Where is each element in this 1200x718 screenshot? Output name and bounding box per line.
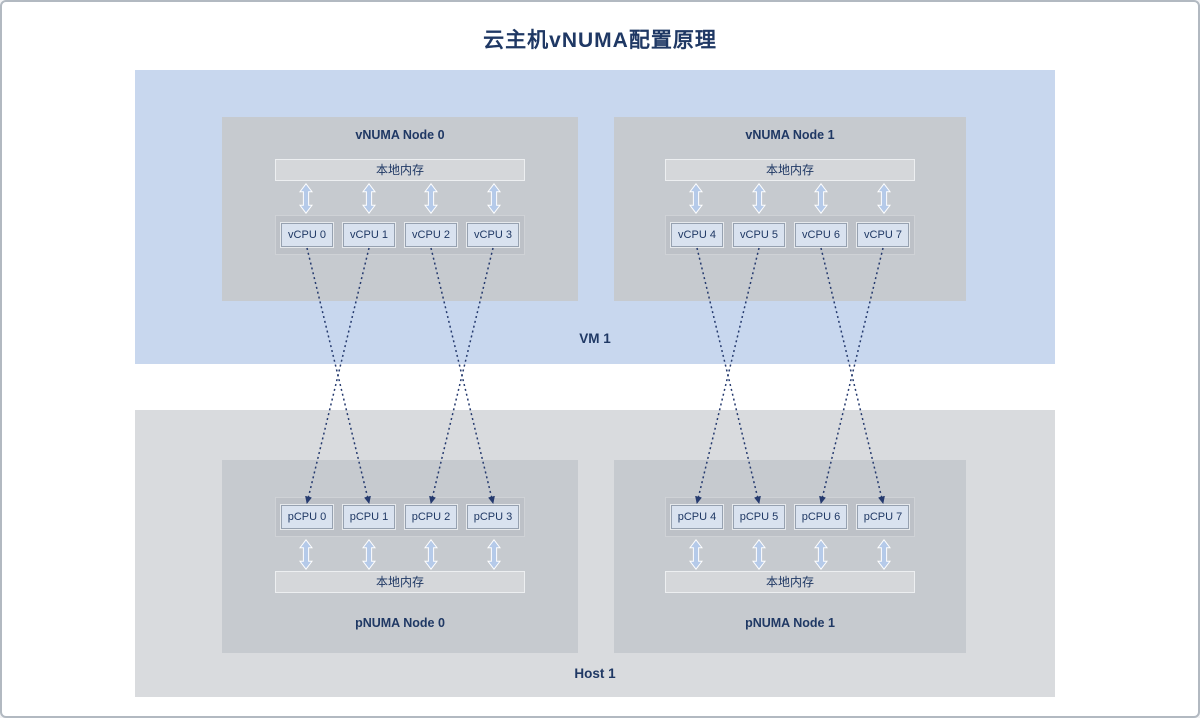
memory-cpu-arrows [665, 182, 915, 214]
memory-cpu-arrows [275, 182, 525, 214]
pcpu-box: pCPU 5 [733, 505, 785, 529]
vcpu-row: vCPU 4 vCPU 5 vCPU 6 vCPU 7 [665, 215, 915, 255]
memory-box: 本地内存 [275, 159, 525, 181]
double-arrow-icon [814, 183, 828, 214]
vcpu-box: vCPU 0 [281, 223, 333, 247]
vcpu-box: vCPU 4 [671, 223, 723, 247]
pcpu-box: pCPU 7 [857, 505, 909, 529]
vcpu-box: vCPU 5 [733, 223, 785, 247]
pcpu-box: pCPU 3 [467, 505, 519, 529]
vcpu-box: vCPU 1 [343, 223, 395, 247]
node-title: pNUMA Node 0 [355, 616, 445, 630]
double-arrow-icon [877, 539, 891, 570]
double-arrow-icon [299, 183, 313, 214]
vcpu-box: vCPU 2 [405, 223, 457, 247]
vm-region: vNUMA Node 0 本地内存 vCPU 0 vCPU 1 vCPU 2 v… [135, 70, 1055, 364]
vcpu-row: vCPU 0 vCPU 1 vCPU 2 vCPU 3 [275, 215, 525, 255]
pcpu-row: pCPU 4 pCPU 5 pCPU 6 pCPU 7 [665, 497, 915, 537]
vcpu-box: vCPU 6 [795, 223, 847, 247]
pnuma-node-0: pCPU 0 pCPU 1 pCPU 2 pCPU 3 本地内存 pNUMA N… [222, 460, 578, 653]
pcpu-box: pCPU 4 [671, 505, 723, 529]
node-title: vNUMA Node 0 [355, 128, 445, 142]
pcpu-box: pCPU 6 [795, 505, 847, 529]
double-arrow-icon [752, 183, 766, 214]
vnuma-node-1: vNUMA Node 1 本地内存 vCPU 4 vCPU 5 vCPU 6 v… [614, 117, 966, 301]
node-title: vNUMA Node 1 [745, 128, 835, 142]
double-arrow-icon [362, 183, 376, 214]
double-arrow-icon [362, 539, 376, 570]
node-title: pNUMA Node 1 [745, 616, 835, 630]
pnuma-node-1: pCPU 4 pCPU 5 pCPU 6 pCPU 7 本地内存 pNUMA N… [614, 460, 966, 653]
double-arrow-icon [752, 539, 766, 570]
double-arrow-icon [877, 183, 891, 214]
double-arrow-icon [487, 539, 501, 570]
host-label: Host 1 [574, 666, 616, 681]
pcpu-box: pCPU 2 [405, 505, 457, 529]
memory-cpu-arrows [275, 538, 525, 570]
page-title: 云主机vNUMA配置原理 [483, 29, 717, 52]
vnuma-node-0: vNUMA Node 0 本地内存 vCPU 0 vCPU 1 vCPU 2 v… [222, 117, 578, 301]
double-arrow-icon [689, 183, 703, 214]
double-arrow-icon [424, 183, 438, 214]
double-arrow-icon [424, 539, 438, 570]
memory-box: 本地内存 [665, 159, 915, 181]
vcpu-box: vCPU 3 [467, 223, 519, 247]
vm-label: VM 1 [579, 331, 611, 346]
pcpu-box: pCPU 0 [281, 505, 333, 529]
memory-box: 本地内存 [275, 571, 525, 593]
double-arrow-icon [689, 539, 703, 570]
double-arrow-icon [814, 539, 828, 570]
double-arrow-icon [299, 539, 313, 570]
vcpu-box: vCPU 7 [857, 223, 909, 247]
double-arrow-icon [487, 183, 501, 214]
pcpu-row: pCPU 0 pCPU 1 pCPU 2 pCPU 3 [275, 497, 525, 537]
memory-cpu-arrows [665, 538, 915, 570]
host-region: pCPU 0 pCPU 1 pCPU 2 pCPU 3 本地内存 pNUMA N… [135, 410, 1055, 697]
memory-box: 本地内存 [665, 571, 915, 593]
pcpu-box: pCPU 1 [343, 505, 395, 529]
